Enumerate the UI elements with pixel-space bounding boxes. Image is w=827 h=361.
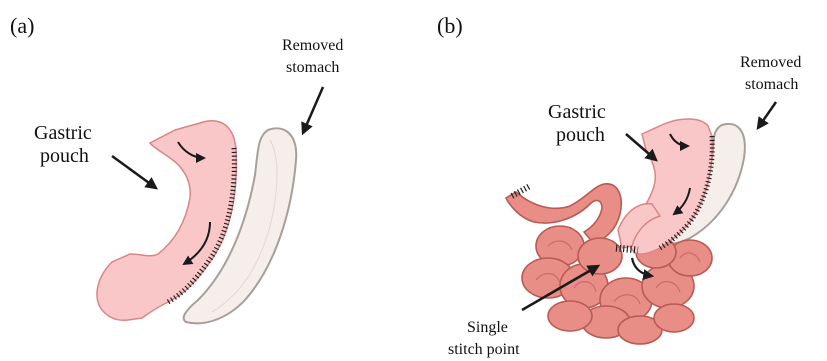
panel-a-label: (a) [10, 13, 34, 38]
removed-stomach-label-a-line2: stomach [286, 59, 339, 76]
pointer-arrow-icon [303, 87, 323, 133]
panel-a: (a) Gastric pouch Removed stomach [10, 13, 343, 323]
gastric-pouch-label-a-line2: pouch [40, 145, 89, 167]
removed-stomach-label-a-line1: Removed [282, 37, 343, 54]
gastric-pouch-label-b-line2: pouch [556, 124, 605, 146]
panel-b-label: (b) [437, 13, 463, 38]
gastric-pouch-label-a-line1: Gastric [34, 122, 92, 144]
removed-stomach-label-b-line2: stomach [745, 76, 798, 93]
pointer-arrow-icon [758, 102, 776, 128]
stitch-label-line1: Single [467, 319, 508, 336]
stitch-label-line2: stitch point [448, 341, 520, 358]
pointer-arrow-icon [112, 156, 156, 188]
panel-b: (b) [437, 13, 801, 358]
gastric-pouch-shape-b [629, 119, 712, 254]
gastric-pouch-label-b-line1: Gastric [548, 101, 606, 123]
removed-stomach-label-b-line1: Removed [740, 54, 801, 71]
